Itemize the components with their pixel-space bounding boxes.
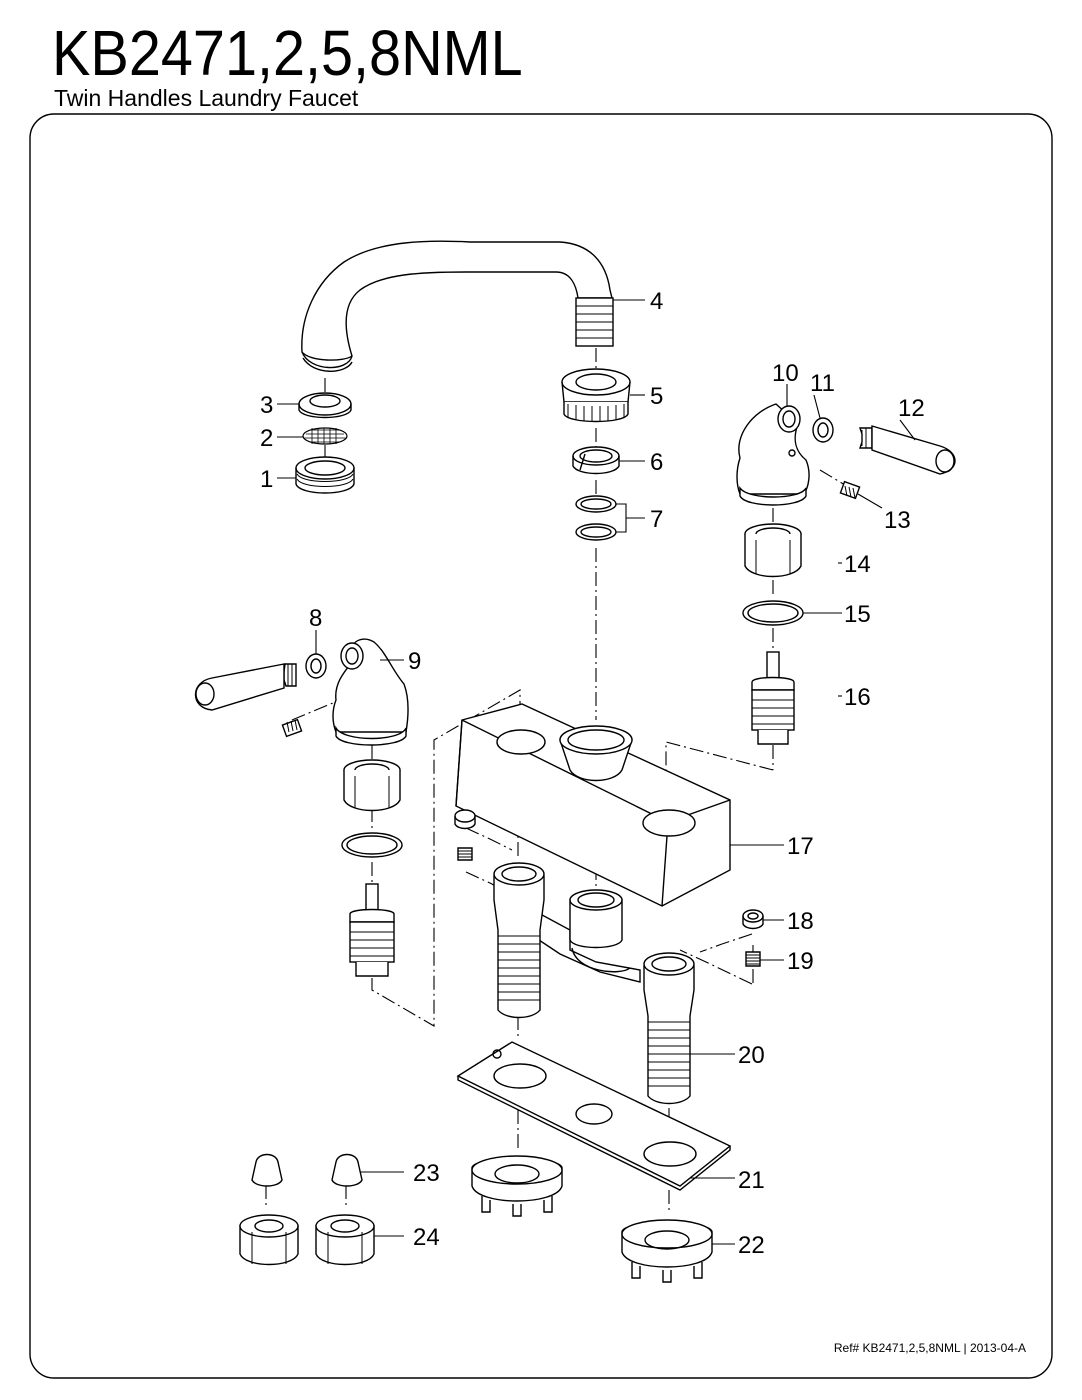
callout-2: 2 — [260, 425, 273, 452]
callout-3: 3 — [260, 392, 273, 419]
part-20-valve-body — [493, 862, 695, 1105]
callout-17: 17 — [787, 833, 814, 860]
part-22-mounting-nut — [621, 1219, 713, 1283]
callout-19: 19 — [787, 948, 814, 975]
coupling-nut-left — [239, 1214, 299, 1266]
callout-18: 18 — [787, 908, 814, 935]
callout-11: 11 — [810, 370, 835, 397]
callout-5: 5 — [650, 383, 663, 410]
callout-1: 1 — [260, 466, 273, 493]
callout-numbers: 1 2 3 4 5 6 7 8 9 10 11 12 13 14 15 16 1… — [260, 288, 925, 1259]
part-24-coupling-nut — [315, 1214, 375, 1266]
callout-13: 13 — [884, 507, 911, 534]
product-subtitle: Twin Handles Laundry Faucet — [54, 85, 359, 111]
diagram-frame — [29, 113, 1053, 1379]
callout-7: 7 — [650, 506, 663, 533]
callout-14: 14 — [844, 551, 871, 578]
ferrule-left — [251, 1153, 283, 1187]
handle-lever-left — [195, 663, 297, 711]
o-ring-left — [341, 832, 403, 858]
part-21-base-gasket — [456, 1041, 732, 1191]
callout-12: 12 — [898, 395, 925, 422]
callout-4: 4 — [650, 288, 663, 315]
leader-lines — [277, 299, 916, 1245]
set-screw-left — [281, 718, 303, 738]
part-3-washer — [298, 392, 352, 419]
part-17-faucet-base — [455, 703, 731, 907]
part-9-handle-body-left — [332, 638, 409, 746]
part-19-spring — [745, 951, 761, 967]
part-7-o-rings — [575, 495, 617, 541]
callout-15: 15 — [844, 601, 871, 628]
callout-8: 8 — [309, 605, 322, 632]
cartridge-left — [349, 883, 395, 977]
part-2-screen — [302, 427, 348, 445]
part-16-cartridge-right — [751, 651, 795, 745]
part-11-washer — [812, 417, 834, 443]
part-8-washer — [305, 653, 327, 679]
bonnet-nut-left — [343, 759, 401, 812]
callout-21: 21 — [738, 1167, 765, 1194]
reference-code: Ref# KB2471,2,5,8NML | 2013-04-A — [833, 1341, 1026, 1355]
callout-6: 6 — [650, 449, 663, 476]
part-1-aerator — [295, 456, 355, 494]
part-23-ferrule — [331, 1153, 363, 1187]
callout-20: 20 — [738, 1042, 765, 1069]
callout-10: 10 — [772, 360, 799, 387]
callout-9: 9 — [408, 648, 421, 675]
callout-22: 22 — [738, 1232, 765, 1259]
part-4-spout — [301, 240, 614, 372]
part-10-handle-body-right — [736, 403, 810, 506]
part-5-spout-nut — [561, 368, 631, 423]
part-6-sleeve-ring — [572, 446, 620, 475]
callout-23: 23 — [413, 1160, 440, 1187]
part-18-seat — [742, 909, 764, 930]
seat-spring-left — [454, 809, 476, 861]
callout-24: 24 — [413, 1224, 440, 1251]
callout-16: 16 — [844, 684, 871, 711]
part-14-bonnet-nut-right — [744, 523, 802, 578]
mounting-nut-left — [471, 1155, 563, 1217]
part-13-set-screw — [839, 480, 861, 500]
model-title: KB2471,2,5,8NML — [52, 17, 523, 89]
part-12-handle-lever-right — [859, 425, 956, 475]
